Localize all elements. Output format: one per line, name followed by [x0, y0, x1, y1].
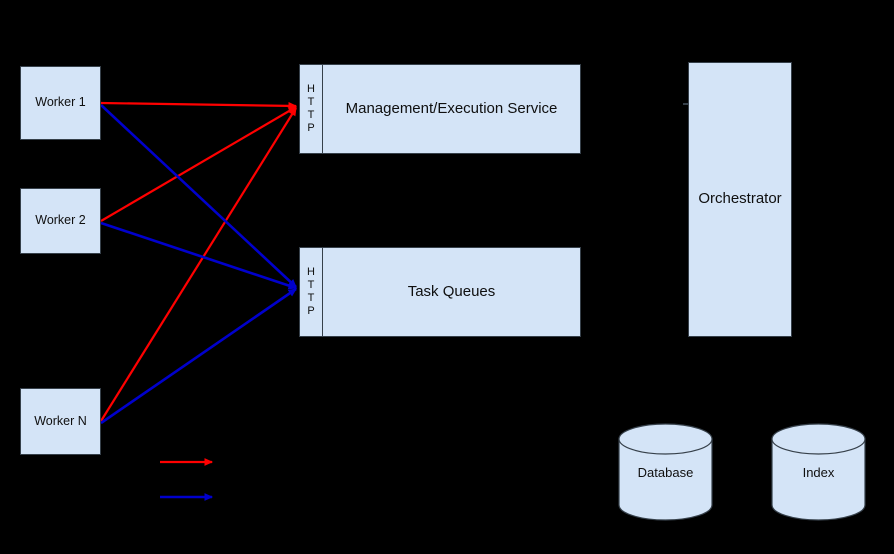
node-orchestrator[interactable]: Orchestrator — [688, 62, 792, 337]
http-label-vertical: H T T P — [307, 83, 315, 135]
node-label: Worker 1 — [35, 95, 86, 110]
edges-worker-to-task-queues — [100, 104, 298, 425]
node-label: Index — [802, 465, 835, 480]
http-letter-t2: T — [307, 109, 315, 121]
node-index[interactable]: Index — [771, 423, 866, 521]
http-strip-management: H T T P — [299, 64, 323, 154]
http-letter-h: H — [307, 83, 315, 96]
node-worker-n[interactable]: Worker N — [20, 388, 101, 455]
http-letter-p: P — [307, 121, 315, 134]
node-label: Management/Execution Service — [345, 99, 558, 117]
node-label: Database — [637, 465, 694, 480]
legend-arrows — [160, 458, 214, 501]
http-label-vertical: H T T P — [307, 266, 315, 318]
http-letter-t1: T — [307, 96, 315, 109]
node-worker-1[interactable]: Worker 1 — [20, 66, 101, 140]
database-cylinder-icon — [618, 423, 713, 521]
http-letter-h: H — [307, 266, 315, 279]
http-letter-t2: T — [307, 292, 315, 304]
node-database[interactable]: Database — [618, 423, 713, 521]
http-letter-t1: T — [307, 279, 315, 292]
node-label: Worker 2 — [35, 213, 86, 228]
index-cylinder-icon — [771, 423, 866, 521]
node-label: Orchestrator — [698, 190, 782, 208]
node-task-queues[interactable]: Task Queues — [322, 247, 581, 337]
node-label: Worker N — [34, 413, 87, 428]
http-strip-task-queues: H T T P — [299, 247, 323, 337]
node-label: Task Queues — [407, 282, 496, 300]
http-letter-p: P — [307, 304, 315, 317]
node-management-execution-service[interactable]: Management/Execution Service — [322, 64, 581, 154]
node-worker-2[interactable]: Worker 2 — [20, 188, 101, 254]
edges-worker-to-management — [100, 101, 298, 422]
